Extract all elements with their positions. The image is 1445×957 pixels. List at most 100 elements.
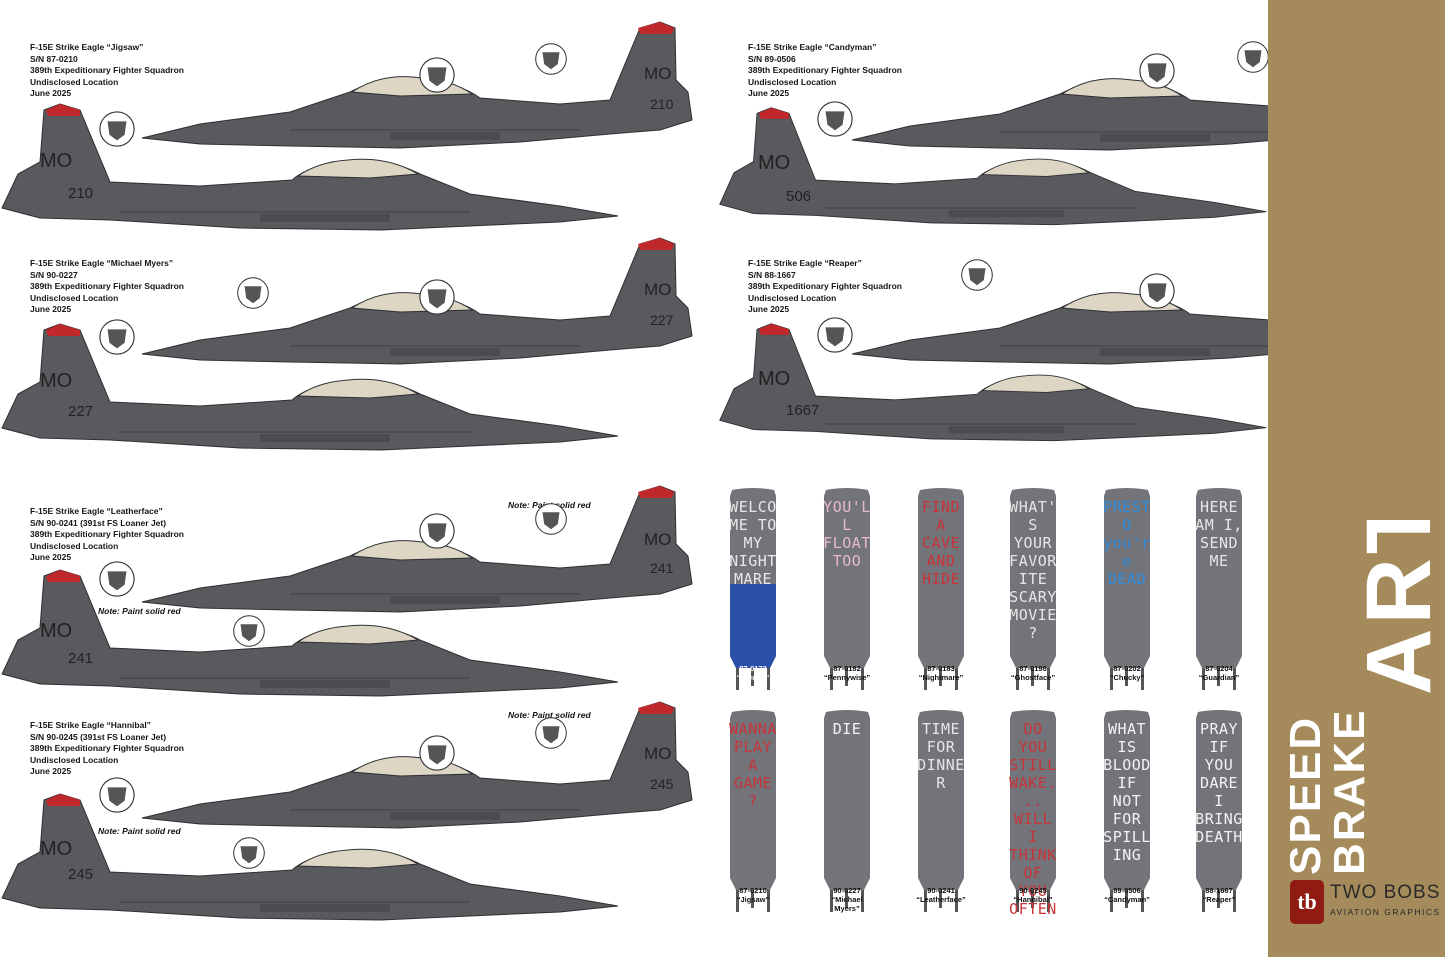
tail-number: 245: [650, 776, 674, 792]
speed-brake-art-title: SPEED BRAKE ART: [1281, 494, 1445, 880]
tail-code: MO: [40, 620, 73, 642]
brand-sidebar: [1268, 0, 1445, 957]
speed-brake-caption: 87-0204“Guardian”: [1190, 664, 1248, 682]
speed-brake-caption: 87-0202“Chucky”: [1098, 664, 1156, 682]
speed-brake-art-text: WHAT IS BLOOD IF NOT FOR SPILLING: [1103, 720, 1151, 864]
title-line-speed: SPEED: [1290, 716, 1330, 875]
wing-badge-icon: [534, 502, 568, 536]
speed-brake-serial: 87-0202: [1113, 664, 1141, 673]
squadron-patch-icon: [418, 734, 456, 772]
plate-title: F-15E Strike Eagle “Reaper”: [748, 258, 862, 268]
jet-profile-left-hannibal: [0, 790, 620, 930]
plate-date: June 2025: [30, 304, 72, 314]
wing-badge-icon: [960, 258, 994, 292]
plate-date: June 2025: [748, 88, 790, 98]
plate-header-candyman: F-15E Strike Eagle “Candyman” S/N 89-050…: [748, 42, 902, 100]
tail-number: 210: [650, 96, 674, 112]
plate-header-reaper: F-15E Strike Eagle “Reaper” S/N 88-1667 …: [748, 258, 902, 316]
plate-header-leatherface: F-15E Strike Eagle “Leatherface” S/N 90-…: [30, 506, 184, 564]
plate-serial: S/N 87-0210: [30, 53, 78, 64]
speed-brake-name: “Ghostface”: [1010, 673, 1056, 682]
speed-brake-name: “Leatherface”: [916, 895, 966, 904]
wing-badge-icon: [236, 276, 270, 310]
speed-brake-caption: 87-0183“Nightmare”: [912, 664, 970, 682]
wing-badge-icon: [232, 614, 266, 648]
speed-brake-panel: WELCOME TO MY NIGHTMARE 87-0173“Freddy”: [724, 488, 782, 703]
tail-code: MO: [644, 64, 672, 83]
speed-brake-serial: 87-0173: [739, 664, 767, 673]
plate-location: Undisclosed Location: [30, 76, 119, 87]
plate-location: Undisclosed Location: [30, 292, 119, 303]
speed-brake-art-text: PRAY IF YOU DARE I BRING DEATH: [1195, 720, 1243, 846]
tail-number: 241: [650, 560, 674, 576]
wing-badge-icon: [1236, 40, 1270, 74]
speed-brake-art-text: WELCOME TO MY NIGHTMARE: [729, 498, 777, 588]
title-line-brake: BRAKE: [1325, 709, 1374, 875]
speed-brake-serial: 88-1667: [1205, 886, 1233, 895]
speed-brake-serial: 87-0198: [1019, 664, 1047, 673]
speed-brake-caption: 87-0210“Jigsaw”: [724, 886, 782, 904]
speed-brake-caption: 90-0245“Hannibal”: [1004, 886, 1062, 904]
speed-brake-name: “Candyman”: [1104, 895, 1150, 904]
tail-number: 506: [786, 188, 812, 205]
paint-note: Note: Paint solid red: [98, 826, 181, 836]
title-line-art: ART: [1348, 520, 1445, 695]
speed-brake-panel: WANNA PLAY A GAME ? 87-0210“Jigsaw”: [724, 710, 782, 925]
jet-profile-left-jigsaw: [0, 100, 620, 240]
speed-brake-art-text: HERE AM I, SEND ME: [1195, 498, 1243, 570]
squadron-patch-icon: [1138, 272, 1176, 310]
tail-number: 245: [68, 866, 94, 883]
speed-brake-caption: 89-0506“Candyman”: [1098, 886, 1156, 904]
speed-brake-serial: 90-0241: [927, 886, 955, 895]
plate-unit: 389th Expeditionary Fighter Squadron: [748, 65, 902, 75]
squadron-patch-icon: [418, 56, 456, 94]
plate-title: F-15E Strike Eagle “Michael Myers”: [30, 258, 174, 268]
speed-brake-caption: 87-0173“Freddy”: [724, 664, 782, 682]
speed-brake-serial: 87-0204: [1205, 664, 1233, 673]
speed-brake-panel: DO YOU STILL WAKE... WILL I THINK OF YOU…: [1004, 710, 1062, 925]
tail-code: MO: [644, 744, 672, 763]
speed-brake-name: “Jigsaw”: [736, 895, 770, 904]
plate-date: June 2025: [30, 766, 72, 776]
squadron-patch-icon: [1138, 52, 1176, 90]
unit-badge-icon: [98, 110, 136, 148]
unit-badge-icon: [816, 100, 854, 138]
speed-brake-serial: 89-0506: [1113, 886, 1141, 895]
tail-code: MO: [758, 368, 791, 390]
tail-code: MO: [644, 530, 672, 549]
speed-brake-name: “Michael Myers”: [831, 895, 863, 913]
plate-location: Undisclosed Location: [748, 292, 837, 303]
speed-brake-caption: 88-1667“Reaper”: [1190, 886, 1248, 904]
speed-brake-name: “Pennywise”: [823, 673, 871, 682]
speed-brake-panel: HERE AM I, SEND ME 87-0204“Guardian”: [1190, 488, 1248, 703]
two-bobs-logo: tb TWO BOBS AVIATION GRAPHICS: [1290, 880, 1440, 930]
unit-badge-icon: [816, 316, 854, 354]
speed-brake-name: “Hannibal”: [1013, 895, 1053, 904]
speed-brake-name: “Chucky”: [1109, 673, 1145, 682]
plate-date: June 2025: [748, 304, 790, 314]
plate-unit: 389th Expeditionary Fighter Squadron: [30, 743, 184, 753]
plate-serial: S/N 90-0227: [30, 269, 78, 280]
speed-brake-art-text: DIE: [832, 720, 862, 738]
logo-subtitle: AVIATION GRAPHICS: [1330, 907, 1441, 917]
unit-badge-icon: [98, 318, 136, 356]
plate-serial: S/N 88-1667: [748, 269, 796, 280]
plate-location: Undisclosed Location: [30, 540, 119, 551]
wing-badge-icon: [232, 836, 266, 870]
unit-badge-icon: [98, 560, 136, 598]
speed-brake-serial: 90-0227: [833, 886, 861, 895]
speed-brake-name: “Nightmare”: [918, 673, 964, 682]
plate-header-michael-myers: F-15E Strike Eagle “Michael Myers” S/N 9…: [30, 258, 184, 316]
speed-brake-panel: FIND A CAVE AND HIDE 87-0183“Nightmare”: [912, 488, 970, 703]
speed-brake-art-text: WANNA PLAY A GAME ?: [729, 720, 777, 810]
paint-note: Note: Paint solid red: [508, 710, 591, 720]
squadron-patch-icon: [418, 278, 456, 316]
speed-brake-name: “Reaper”: [1202, 895, 1236, 904]
plate-header-jigsaw: F-15E Strike Eagle “Jigsaw” S/N 87-0210 …: [30, 42, 184, 100]
speed-brake-art-text: FIND A CAVE AND HIDE: [921, 498, 961, 588]
plate-title: F-15E Strike Eagle “Candyman”: [748, 42, 877, 52]
plate-title: F-15E Strike Eagle “Hannibal”: [30, 720, 151, 730]
plate-title: F-15E Strike Eagle “Leatherface”: [30, 506, 163, 516]
tail-code: MO: [40, 838, 73, 860]
